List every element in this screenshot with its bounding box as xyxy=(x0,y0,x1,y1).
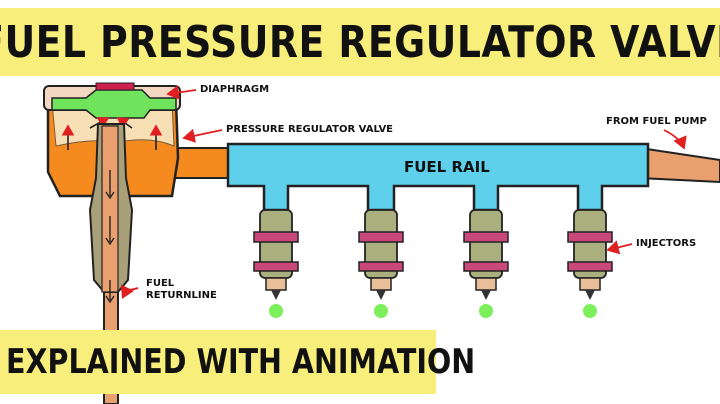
subtitle-banner: EXPLAINED WITH ANIMATION xyxy=(0,330,475,394)
injector-1 xyxy=(253,209,299,318)
return-line-label-1: FUEL xyxy=(146,278,175,289)
regulator-pointer xyxy=(182,128,223,143)
return-flow-channel xyxy=(101,125,119,293)
spring-cap xyxy=(95,82,135,91)
injector-4 xyxy=(567,209,613,318)
diagram-title: FUEL PRESSURE REGULATOR VALVE xyxy=(0,16,720,68)
diagram-subtitle: EXPLAINED WITH ANIMATION xyxy=(6,342,476,382)
return-line-label-2: RETURNLINE xyxy=(146,290,217,301)
diaphragm-pointer xyxy=(166,85,197,100)
diaphragm-label: DIAPHRAGM xyxy=(200,84,269,95)
injectors-label: INJECTORS xyxy=(636,238,696,249)
regulator-label: PRESSURE REGULATOR VALVE xyxy=(226,124,393,135)
pump-pointer xyxy=(663,129,687,150)
injector-3 xyxy=(463,209,509,318)
injector-pointer xyxy=(606,240,633,255)
return-flow-arrows xyxy=(105,170,115,304)
fuel-rail xyxy=(226,142,650,212)
from-pump-label: FROM FUEL PUMP xyxy=(606,116,707,127)
pressure-arrows xyxy=(61,117,163,150)
fuel-rail-label: FUEL RAIL xyxy=(404,158,490,176)
supply-pipe xyxy=(639,146,720,184)
injector-2 xyxy=(358,209,404,318)
title-banner: FUEL PRESSURE REGULATOR VALVE xyxy=(0,8,720,76)
return-pointer xyxy=(121,284,139,299)
